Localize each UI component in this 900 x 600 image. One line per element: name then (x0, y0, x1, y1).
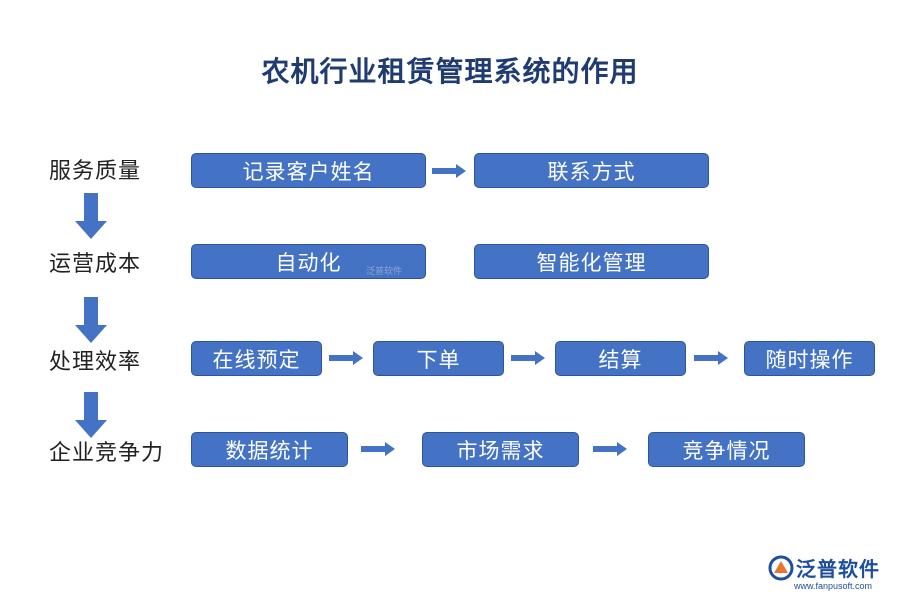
row-label-competitiveness: 企业竞争力 (49, 441, 165, 466)
box-smart-management: 智能化管理 (474, 244, 709, 279)
box-place-order: 下单 (373, 341, 504, 376)
down-arrow-icon (75, 297, 107, 343)
box-anytime-operation: 随时操作 (744, 341, 875, 376)
box-record-customer-name: 记录客户姓名 (191, 153, 426, 188)
page-title: 农机行业租赁管理系统的作用 (261, 55, 639, 88)
brand-logo: 泛普软件 www.fanpusoft.com (768, 553, 893, 597)
right-arrow-icon (361, 442, 395, 456)
brand-url: www.fanpusoft.com (794, 581, 873, 591)
down-arrow-icon (75, 193, 107, 239)
box-settlement: 结算 (555, 341, 686, 376)
right-arrow-icon (694, 351, 728, 365)
brand-name: 泛普软件 (796, 557, 880, 581)
right-arrow-icon (593, 442, 627, 456)
box-market-demand: 市场需求 (422, 432, 579, 467)
row-label-operating-cost: 运营成本 (49, 252, 142, 277)
down-arrow-icon (75, 392, 107, 438)
row-label-processing-efficiency: 处理效率 (49, 350, 142, 375)
box-competition: 竞争情况 (648, 432, 805, 467)
box-automation: 自动化 (191, 244, 426, 279)
right-arrow-icon (329, 351, 363, 365)
right-arrow-icon (432, 164, 466, 178)
box-online-booking: 在线预定 (191, 341, 322, 376)
watermark: 泛普软件 (366, 267, 403, 277)
brand-mark-icon (768, 555, 794, 581)
right-arrow-icon (511, 351, 545, 365)
box-data-statistics: 数据统计 (191, 432, 348, 467)
row-label-service-quality: 服务质量 (49, 159, 142, 184)
box-contact-info: 联系方式 (474, 153, 709, 188)
